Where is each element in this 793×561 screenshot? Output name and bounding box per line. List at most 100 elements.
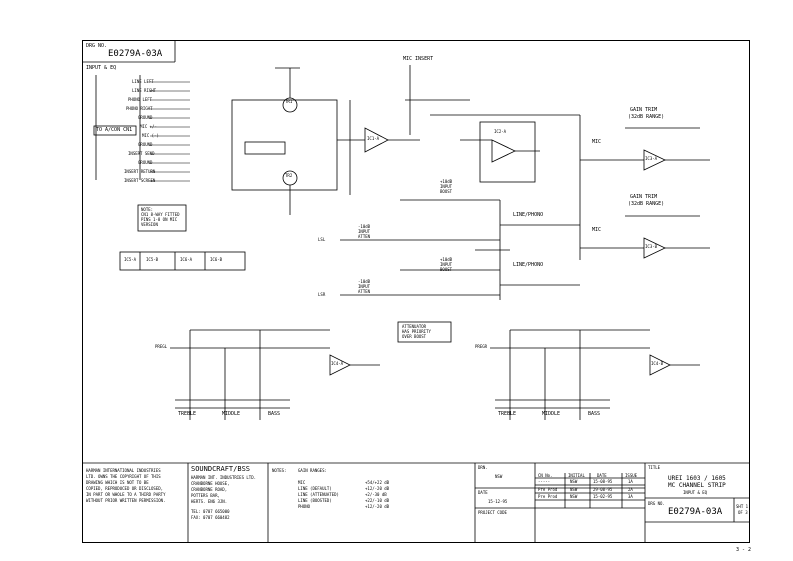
boost-label: BOOST	[440, 267, 453, 272]
gain-range-name: LINE (DEFAULT)	[298, 486, 332, 491]
boost-label: BOOST	[440, 189, 453, 194]
copyright-line: LTD. OWNS THE COPYRIGHT OF THIS	[86, 474, 161, 479]
opamp-label: IC3-A	[645, 156, 658, 161]
rev-cell: 15-08-95	[593, 479, 613, 484]
middle-label: MIDDLE	[542, 411, 561, 417]
rev-cell: 15-02-95	[593, 494, 613, 499]
title-label: TITLE	[648, 465, 661, 470]
address-line: HARMAN INT. INDUSTRIES LTD.	[191, 475, 257, 480]
rev-cell: 29-08-95	[593, 487, 613, 492]
input-label: LINE RIGHT	[132, 88, 157, 93]
address-line: CRANBORNE ROAD,	[191, 487, 228, 492]
title-line: UREI 1603 / 1605	[668, 475, 726, 482]
date-label: DATE	[478, 490, 488, 495]
mic-label: MIC	[592, 139, 602, 145]
gain-trim-label: GAIN TRIM	[630, 194, 658, 200]
gain-trim-label: GAIN TRIM	[630, 107, 658, 113]
rev-header: CN No.	[538, 473, 553, 478]
drawing-sheet	[82, 40, 750, 543]
note-line: NOTE:	[141, 207, 154, 212]
gain-range-name: LINE (BOOSTED)	[298, 498, 332, 503]
rev-cell: 3A	[628, 494, 633, 499]
middle-label: MIDDLE	[222, 411, 241, 417]
input-label: PHONO LEFT	[128, 97, 153, 102]
gain-range-value: +54/+22 dB	[365, 480, 390, 485]
input-label: MIC +/-	[140, 124, 157, 129]
gain-range-value: +12/-20 dB	[365, 486, 390, 491]
bass-label: BASS	[268, 411, 281, 417]
treble-label: TREBLE	[178, 411, 197, 417]
rev-header: ISSUE	[625, 473, 638, 478]
input-label: INSERT SCREEN	[124, 178, 156, 183]
gain-range-label: (32dB RANGE)	[628, 114, 665, 120]
rev-cell: NSW	[570, 479, 578, 484]
line-phono-label: LINE/PHONO	[513, 262, 544, 268]
ic-strip-label: IC5-B	[146, 257, 159, 262]
gain-range-name: LINE (ATTENUATED)	[298, 492, 339, 497]
atten-label: ATTEN	[358, 234, 371, 239]
line-phono-label: LINE/PHONO	[513, 212, 544, 218]
attenuator-note: OVER BOOST	[402, 334, 427, 339]
fax: FAX: 0707 660482	[191, 515, 230, 520]
ic-strip-label: IC5-A	[124, 257, 137, 262]
atten-label: -10dB	[358, 279, 371, 284]
copyright-line: WITHOUT PRIOR WRITTEN PERMISSION.	[86, 498, 166, 503]
notes-label: NOTES:	[272, 468, 287, 473]
rev-cell: NSW	[570, 487, 578, 492]
company-name: SOUNDCRAFT/BSS	[191, 465, 251, 473]
connector-label: TO A/CON CN1	[96, 127, 133, 133]
copyright-line: DRAWING WHICH IS NOT TO BE	[86, 480, 149, 485]
copyright-line: COPIED, REPRODUCED OR DISCLOSED,	[86, 486, 164, 491]
gain-range-name: MIC	[298, 480, 306, 485]
atten-label: INPUT	[358, 229, 371, 234]
attenuator-note: ATTENUATOR	[402, 324, 427, 329]
atten-label: INPUT	[358, 284, 371, 289]
attenuator-note: HAS PRIORITY	[402, 329, 431, 334]
transistor-label: TR1	[285, 99, 293, 104]
treble-label: TREBLE	[498, 411, 517, 417]
project-code-label: PROJECT CODE	[478, 510, 507, 515]
address-line: CRANBORNE HOUSE,	[191, 481, 230, 486]
gain-ranges-label: GAIN RANGES:	[298, 468, 327, 473]
atten-label: -10dB	[358, 224, 371, 229]
opamp-label: IC3-B	[645, 244, 658, 249]
note-line: CN1 8-WAY FITTED	[141, 212, 180, 217]
opamp-label: IC2-A	[494, 129, 507, 134]
input-label: INSERT SEND	[128, 151, 155, 156]
mic-label: MIC	[592, 227, 602, 233]
rev-cell: Pre Prod	[538, 494, 558, 499]
ic-strip-label: IC6-A	[180, 257, 193, 262]
gain-range-value: +22/-10 dB	[365, 498, 390, 503]
drg-no-label: DRG NO.	[648, 501, 665, 506]
opamp-label: IC4-B	[651, 361, 664, 366]
eq-input-label: PREGR	[475, 344, 488, 349]
sheet-number: OF 3	[738, 510, 748, 515]
rev-cell: 1A	[628, 479, 633, 484]
rev-header: DATE	[597, 473, 607, 478]
tel: TEL: 0707 665000	[191, 509, 230, 514]
ic-strip-label: IC6-B	[210, 257, 223, 262]
note-line: PINS 1-8 ON MIC	[141, 217, 178, 222]
rev-header: INITIAL	[568, 473, 585, 478]
input-label: INSERT RETURN	[124, 169, 156, 174]
gain-range-value: +2/-30 dB	[365, 492, 387, 497]
drg-no-label: DRG NO.	[86, 43, 108, 49]
rev-cell: 2A	[628, 487, 633, 492]
copyright-line: IN PART OR WHOLE TO A THIRD PARTY	[86, 492, 166, 497]
title-line: MC CHANNEL STRIP	[668, 482, 726, 489]
copyright-line: HARMAN INTERNATIONAL INDUSTRIES	[86, 468, 161, 473]
drg-no: E0279A-03A	[108, 49, 163, 59]
rev-cell: NSW	[570, 494, 578, 499]
input-net-label: LSL	[318, 237, 326, 242]
note-line: VERSION	[141, 222, 158, 227]
atten-label: ATTEN	[358, 289, 371, 294]
page-number: 3 - 2	[736, 547, 752, 553]
section-label: INPUT & EQ	[86, 65, 117, 71]
sheet-number: SHT 1	[736, 504, 749, 509]
mic-insert-label: MIC INSERT	[403, 56, 434, 62]
drn-value: NSW	[495, 474, 503, 479]
address-line: HERTS. EN6 3JN.	[191, 499, 228, 504]
bass-label: BASS	[588, 411, 601, 417]
gain-range-label: (32dB RANGE)	[628, 201, 665, 207]
